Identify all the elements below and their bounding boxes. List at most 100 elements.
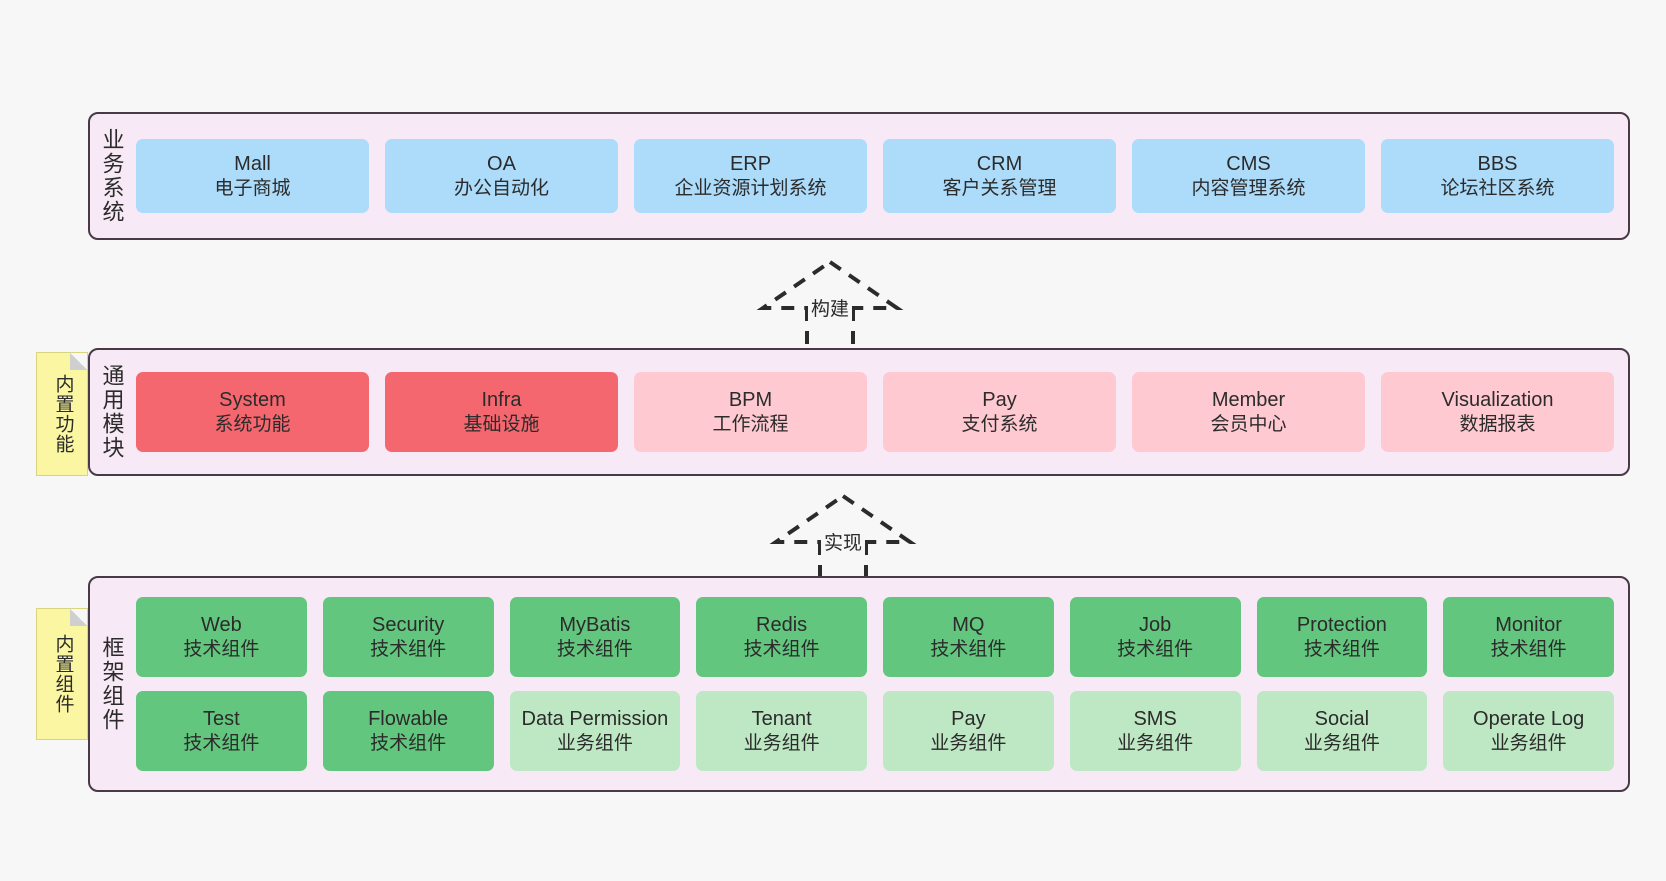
node-erp[interactable]: ERP 企业资源计划系统: [634, 139, 867, 213]
node-title-cn: 工作流程: [712, 413, 789, 435]
node-title-en: Redis: [756, 614, 808, 637]
node-monitor[interactable]: Monitor 技术组件: [1443, 597, 1614, 677]
node-title-cn: 技术组件: [370, 732, 447, 754]
node-title-cn: 技术组件: [930, 638, 1007, 660]
node-title-cn: 技术组件: [183, 732, 260, 754]
node-cms[interactable]: CMS 内容管理系统: [1132, 139, 1365, 213]
node-title-cn: 业务组件: [930, 732, 1007, 754]
node-title-en: Flowable: [368, 708, 449, 731]
node-title-cn: 业务组件: [1303, 732, 1380, 754]
node-title-en: Infra: [481, 389, 522, 412]
layer-title-business: 业务系统: [99, 128, 125, 224]
node-title-en: BBS: [1477, 153, 1518, 176]
node-title-cn: 技术组件: [556, 638, 633, 660]
node-title-cn: 电子商城: [214, 177, 291, 199]
node-member[interactable]: Member 会员中心: [1132, 372, 1365, 452]
node-title-cn: 数据报表: [1459, 413, 1536, 435]
node-title-en: Member: [1211, 389, 1286, 412]
node-title-en: Data Permission: [521, 708, 669, 731]
note-built-in-features: 内置功能: [36, 352, 88, 476]
node-title-en: CRM: [976, 153, 1023, 176]
node-title-en: Monitor: [1495, 614, 1562, 637]
node-title-en: MQ: [952, 614, 985, 637]
node-title-cn: 业务组件: [556, 732, 633, 754]
node-title-en: Job: [1139, 614, 1172, 637]
node-mybatis[interactable]: MyBatis 技术组件: [509, 597, 681, 677]
node-job[interactable]: Job 技术组件: [1069, 597, 1241, 677]
node-title-en: Social: [1314, 708, 1370, 731]
node-title-cn: 技术组件: [1490, 638, 1567, 660]
node-protection[interactable]: Protection 技术组件: [1256, 597, 1428, 677]
node-title-en: SMS: [1133, 708, 1177, 731]
connector-label-build: 构建: [807, 294, 853, 321]
note-label: 内置组件: [52, 634, 74, 714]
connector-label-realize: 实现: [820, 528, 866, 555]
layer-row: System 系统功能 Infra 基础设施 BPM 工作流程 Pay 支付系统…: [136, 372, 1614, 452]
node-crm[interactable]: CRM 客户关系管理: [883, 139, 1116, 213]
layer-row: Web 技术组件 Security 技术组件 MyBatis 技术组件 Redi…: [136, 597, 1614, 677]
node-title-cn: 企业资源计划系统: [674, 177, 827, 199]
node-tenant[interactable]: Tenant 业务组件: [696, 691, 867, 771]
node-pay-component[interactable]: Pay 业务组件: [883, 691, 1054, 771]
node-test[interactable]: Test 技术组件: [136, 691, 307, 771]
node-title-cn: 业务组件: [1490, 732, 1567, 754]
node-data-permission[interactable]: Data Permission 业务组件: [509, 691, 681, 771]
node-operate-log[interactable]: Operate Log 业务组件: [1443, 691, 1614, 771]
node-title-en: Security: [372, 614, 445, 637]
node-title-en: Visualization: [1441, 389, 1554, 412]
node-title-cn: 论坛社区系统: [1440, 177, 1555, 199]
node-web[interactable]: Web 技术组件: [136, 597, 307, 677]
node-security[interactable]: Security 技术组件: [322, 597, 494, 677]
node-title-cn: 技术组件: [1303, 638, 1380, 660]
layer-body-business: Mall 电子商城 OA 办公自动化 ERP 企业资源计划系统 CRM 客户关系…: [134, 114, 1628, 238]
layer-body-common: System 系统功能 Infra 基础设施 BPM 工作流程 Pay 支付系统…: [134, 350, 1628, 474]
layer-framework-components: 框架组件 Web 技术组件 Security 技术组件 MyBatis 技术组件…: [88, 576, 1630, 792]
layer-row: Mall 电子商城 OA 办公自动化 ERP 企业资源计划系统 CRM 客户关系…: [136, 139, 1614, 213]
node-title-cn: 系统功能: [214, 413, 291, 435]
node-system[interactable]: System 系统功能: [136, 372, 369, 452]
node-title-cn: 技术组件: [743, 638, 820, 660]
node-title-cn: 业务组件: [1117, 732, 1194, 754]
note-built-in-components: 内置组件: [36, 608, 88, 740]
node-title-cn: 基础设施: [463, 413, 540, 435]
layer-business-systems: 业务系统 Mall 电子商城 OA 办公自动化 ERP 企业资源计划系统 CRM…: [88, 112, 1630, 240]
node-title-cn: 支付系统: [961, 413, 1038, 435]
layer-title-common: 通用模块: [99, 364, 125, 460]
layer-title-framework: 框架组件: [99, 636, 125, 732]
node-title-en: ERP: [729, 153, 772, 176]
node-flowable[interactable]: Flowable 技术组件: [322, 691, 494, 771]
node-title-cn: 办公自动化: [453, 177, 549, 199]
node-mq[interactable]: MQ 技术组件: [883, 597, 1054, 677]
node-title-en: Test: [203, 708, 240, 731]
node-bbs[interactable]: BBS 论坛社区系统: [1381, 139, 1614, 213]
node-bpm[interactable]: BPM 工作流程: [634, 372, 867, 452]
arrow-stem-icon: [805, 308, 855, 350]
connector-realize: 实现: [768, 492, 918, 584]
node-oa[interactable]: OA 办公自动化: [385, 139, 618, 213]
node-title-en: Mall: [234, 153, 271, 176]
node-title-en: Tenant: [751, 708, 812, 731]
node-title-cn: 技术组件: [1117, 638, 1194, 660]
node-title-en: System: [219, 389, 286, 412]
node-title-cn: 技术组件: [370, 638, 447, 660]
node-pay[interactable]: Pay 支付系统: [883, 372, 1116, 452]
note-label: 内置功能: [52, 374, 74, 454]
node-title-en: BPM: [728, 389, 773, 412]
node-mall[interactable]: Mall 电子商城: [136, 139, 369, 213]
node-redis[interactable]: Redis 技术组件: [696, 597, 867, 677]
node-title-cn: 客户关系管理: [942, 177, 1057, 199]
node-title-en: CMS: [1226, 153, 1271, 176]
node-title-en: Operate Log: [1473, 708, 1585, 731]
node-title-cn: 内容管理系统: [1191, 177, 1306, 199]
layer-body-framework: Web 技术组件 Security 技术组件 MyBatis 技术组件 Redi…: [134, 578, 1628, 790]
node-infra[interactable]: Infra 基础设施: [385, 372, 618, 452]
node-title-en: OA: [487, 153, 516, 176]
node-sms[interactable]: SMS 业务组件: [1069, 691, 1241, 771]
layer-row: Test 技术组件 Flowable 技术组件 Data Permission …: [136, 691, 1614, 771]
connector-build: 构建: [755, 258, 905, 350]
node-title-en: Protection: [1296, 614, 1387, 637]
node-visualization[interactable]: Visualization 数据报表: [1381, 372, 1614, 452]
node-social[interactable]: Social 业务组件: [1256, 691, 1428, 771]
node-title-en: Pay: [982, 389, 1017, 412]
